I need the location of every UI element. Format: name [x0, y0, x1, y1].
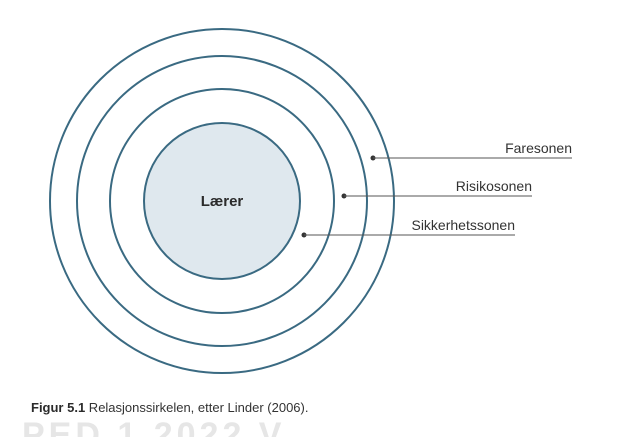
- center-label: Lærer: [201, 193, 244, 210]
- ring-faresonen: [49, 28, 395, 374]
- watermark-text: PED 1 2022 V: [22, 416, 286, 437]
- figure-caption: Figur 5.1 Relasjonssirkelen, etter Linde…: [31, 400, 308, 415]
- sikkerhetssonen-label: Sikkerhetssonen: [411, 217, 515, 233]
- figure-caption-text: Relasjonssirkelen, etter Linder (2006).: [85, 400, 309, 415]
- risikosonen-label: Risikosonen: [456, 178, 532, 194]
- ring-risikosonen: [76, 55, 368, 347]
- faresonen-label: Faresonen: [505, 140, 572, 156]
- center-circle: [143, 122, 301, 280]
- figure-number: Figur 5.1: [31, 400, 86, 415]
- ring-sikkerhetssonen: [109, 88, 335, 314]
